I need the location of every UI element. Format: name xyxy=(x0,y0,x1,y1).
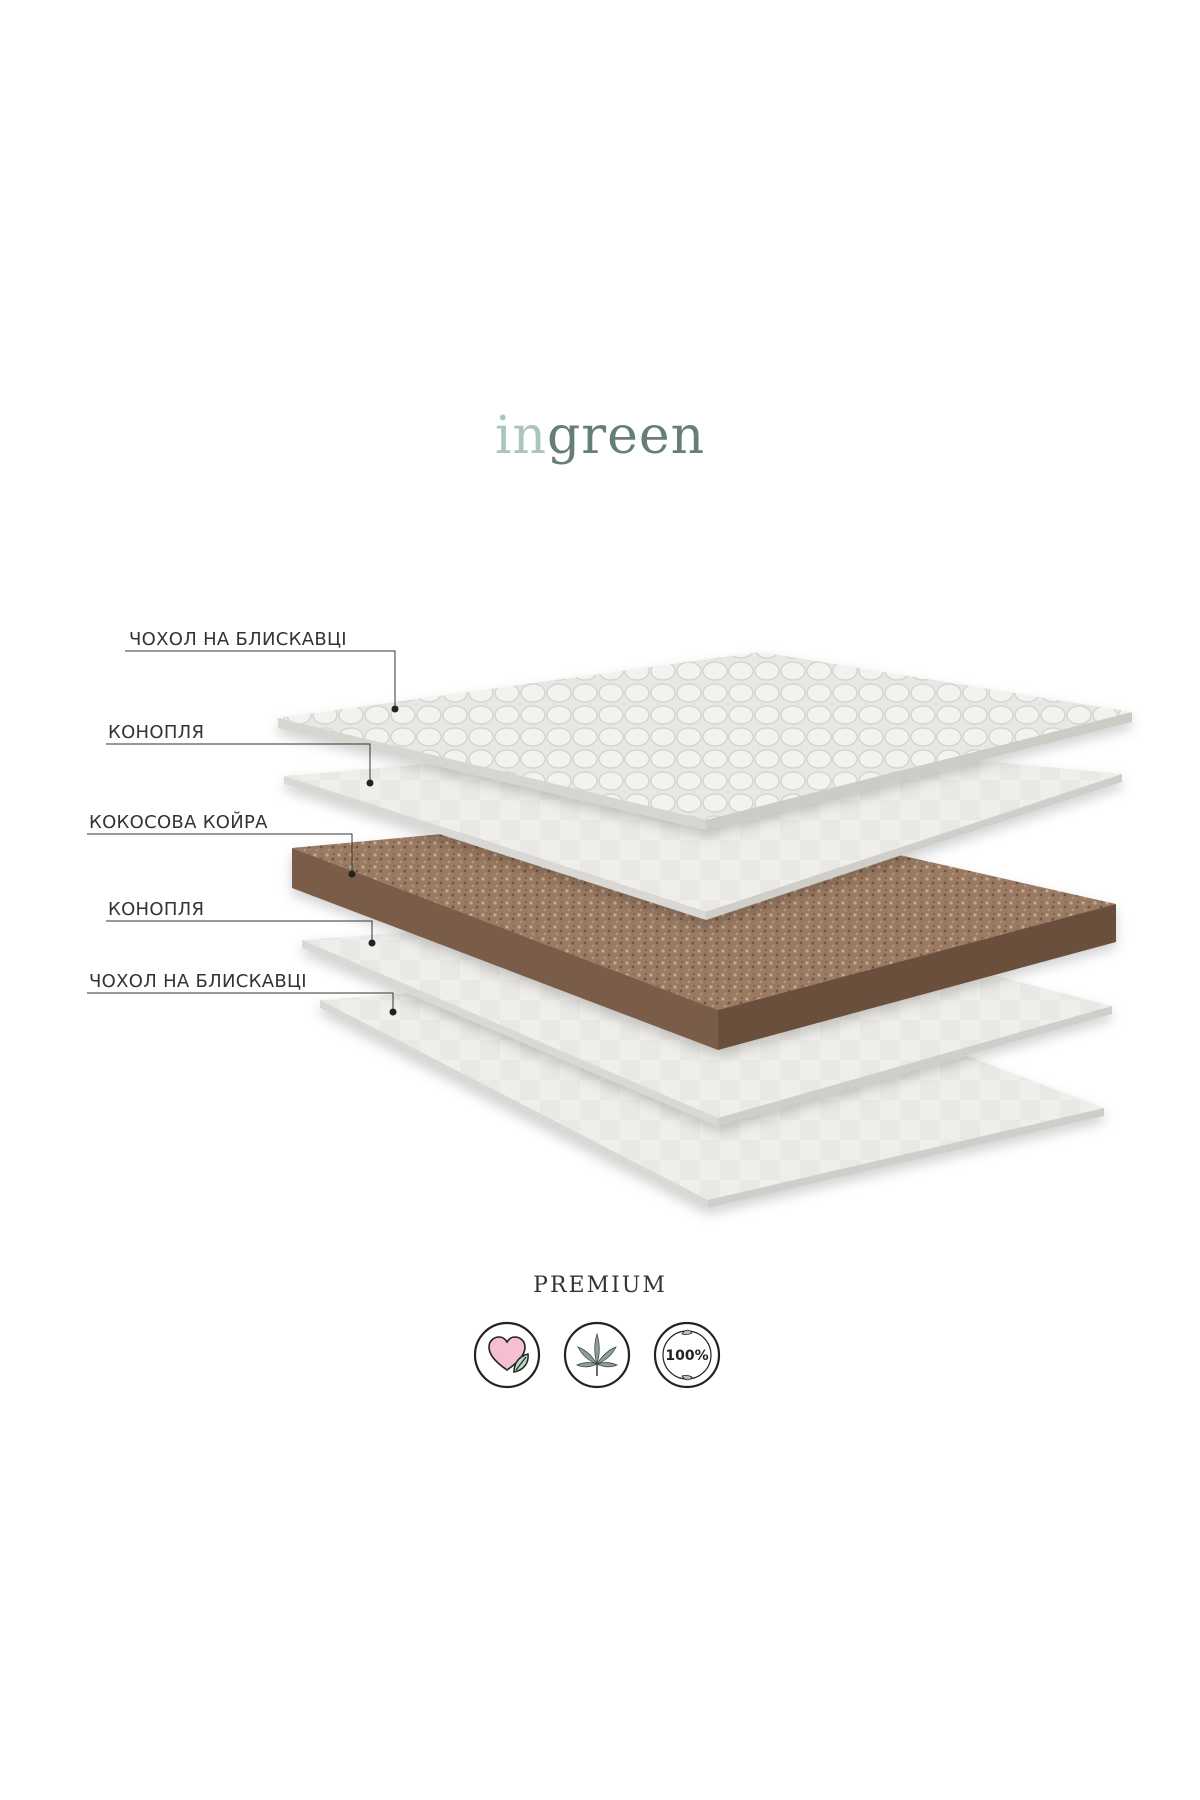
logo-part-in: in xyxy=(494,406,547,466)
layer-label-coconut-coir: КОКОСОВА КОЙРА xyxy=(89,812,268,833)
heart-leaf-icon xyxy=(473,1321,541,1389)
leader-line-3 xyxy=(87,833,353,872)
leader-line-1 xyxy=(125,650,396,707)
layer-label-lower-hemp: КОНОПЛЯ xyxy=(108,899,205,920)
leader-dot-3 xyxy=(348,870,356,878)
hundred-percent-text: 100% xyxy=(665,1348,708,1364)
logo-part-green: green xyxy=(546,406,706,466)
layer-label-upper-hemp: КОНОПЛЯ xyxy=(108,722,205,743)
leader-dot-2 xyxy=(366,779,374,787)
leader-dot-5 xyxy=(389,1008,397,1016)
brand-logo: ingreen xyxy=(0,410,1200,462)
badge-hemp-leaf xyxy=(562,1320,632,1390)
leader-dot-4 xyxy=(368,939,376,947)
hundred-percent-natural-icon: 100% xyxy=(653,1321,721,1389)
badge-heart-leaf xyxy=(472,1320,542,1390)
hemp-leaf-icon xyxy=(563,1321,631,1389)
leader-dot-1 xyxy=(391,705,399,713)
leader-dots xyxy=(348,705,399,1016)
leader-line-4 xyxy=(106,920,373,941)
premium-label: PREMIUM xyxy=(533,1273,667,1298)
layer-label-bottom-cover: ЧОХОЛ НА БЛИСКАВЦІ xyxy=(89,971,307,992)
badge-hundred-percent: 100% xyxy=(652,1320,722,1390)
layer-label-top-cover: ЧОХОЛ НА БЛИСКАВЦІ xyxy=(129,629,347,650)
layer-top-cover xyxy=(278,652,1132,830)
leader-lines xyxy=(87,650,396,1010)
leader-line-5 xyxy=(87,992,394,1010)
leader-line-2 xyxy=(106,743,371,781)
